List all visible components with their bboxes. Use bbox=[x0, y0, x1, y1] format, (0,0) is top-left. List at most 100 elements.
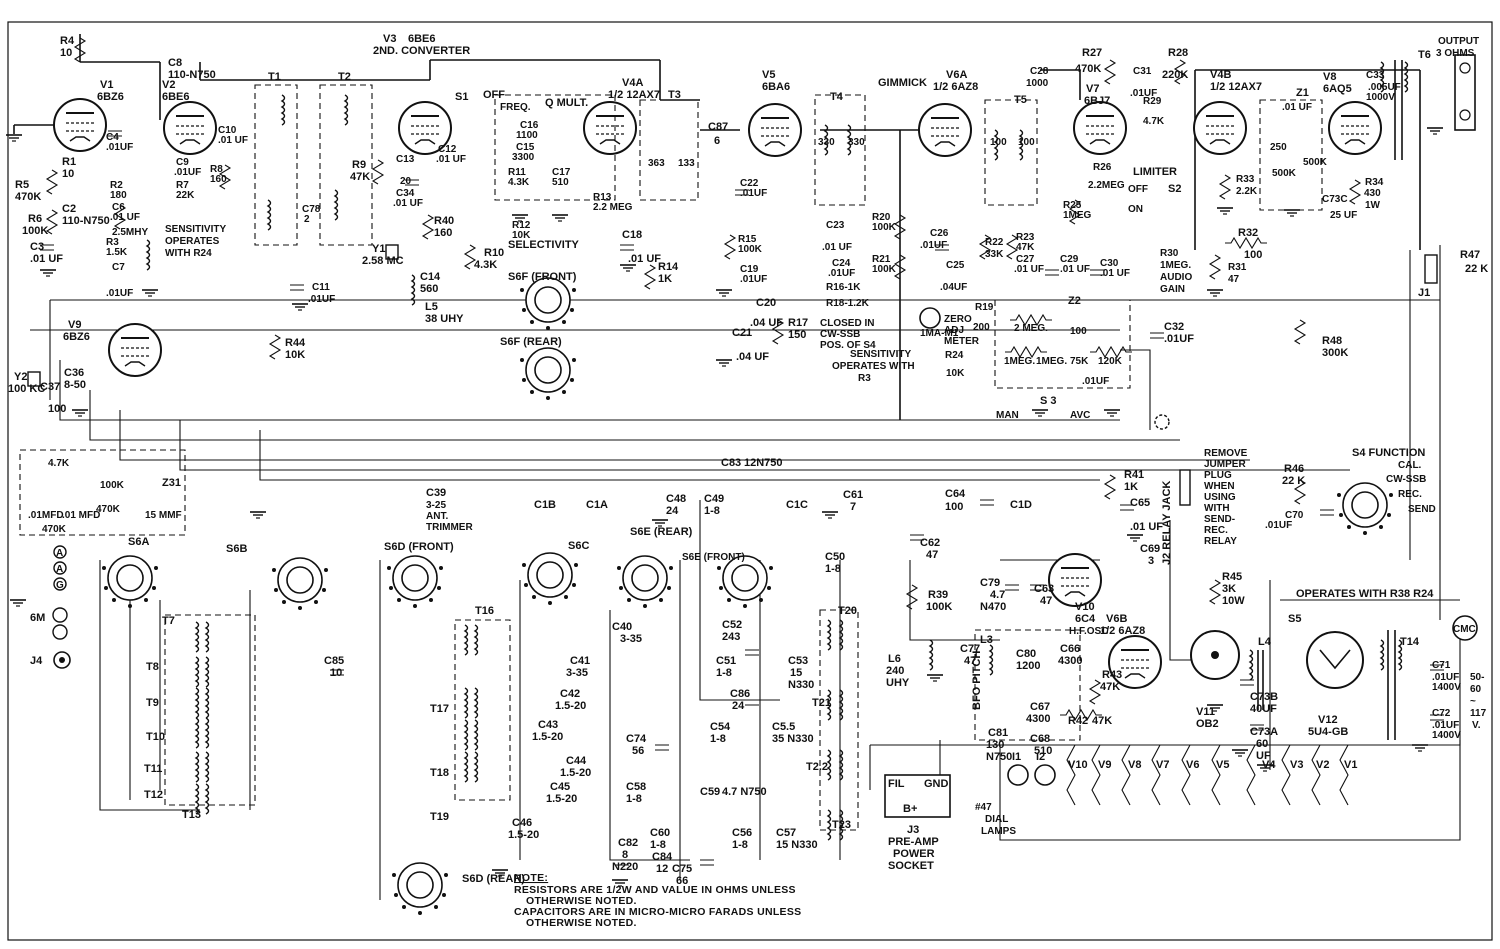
svg-text:G: G bbox=[56, 580, 64, 591]
svg-text:10: 10 bbox=[62, 168, 74, 180]
svg-text:1000V: 1000V bbox=[1366, 92, 1395, 103]
svg-text:T2.2: T2.2 bbox=[806, 761, 828, 773]
svg-text:3-35: 3-35 bbox=[620, 633, 642, 645]
svg-text:3300: 3300 bbox=[512, 152, 535, 163]
svg-text:R25: R25 bbox=[1063, 200, 1082, 211]
svg-text:4300: 4300 bbox=[1026, 713, 1050, 725]
svg-text:.04 UF: .04 UF bbox=[750, 317, 783, 329]
svg-text:.01 UF: .01 UF bbox=[628, 253, 661, 265]
svg-text:S 3: S 3 bbox=[1040, 395, 1057, 407]
svg-text:20: 20 bbox=[400, 176, 412, 187]
svg-text:V3: V3 bbox=[1290, 759, 1303, 771]
svg-text:R31: R31 bbox=[1228, 262, 1247, 273]
svg-text:3-35: 3-35 bbox=[566, 667, 588, 679]
svg-text:N470: N470 bbox=[980, 601, 1006, 613]
svg-text:C87: C87 bbox=[708, 121, 728, 133]
svg-text:WHEN: WHEN bbox=[1204, 481, 1235, 492]
svg-text:C39: C39 bbox=[426, 487, 446, 499]
svg-text:.01UF: .01UF bbox=[740, 188, 767, 199]
svg-text:6BE6: 6BE6 bbox=[408, 33, 436, 45]
svg-text:S6E (FRONT): S6E (FRONT) bbox=[682, 552, 745, 563]
relay-note: REMOVE bbox=[1204, 448, 1248, 459]
svg-text:C50: C50 bbox=[825, 551, 845, 563]
svg-text:560: 560 bbox=[420, 283, 438, 295]
svg-text:4.3K: 4.3K bbox=[474, 259, 497, 271]
tube-v9: V9 6BZ6 bbox=[63, 319, 162, 377]
svg-text:100K: 100K bbox=[926, 601, 952, 613]
c71-value: .01UF bbox=[1432, 672, 1459, 683]
sensitivity-r3-note: SENSITIVITY bbox=[850, 349, 911, 360]
switch-s6a bbox=[101, 555, 159, 609]
svg-text:R1: R1 bbox=[62, 156, 76, 168]
svg-text:1400V: 1400V bbox=[1432, 730, 1461, 741]
svg-text:ANT.: ANT. bbox=[426, 511, 448, 522]
svg-text:V2: V2 bbox=[162, 79, 175, 91]
c82-value: 8 bbox=[622, 849, 628, 861]
svg-text:.01UF: .01UF bbox=[1164, 333, 1194, 345]
svg-text:V10: V10 bbox=[1068, 759, 1088, 771]
svg-text:.01 UF: .01 UF bbox=[436, 154, 466, 165]
svg-text:SEND-: SEND- bbox=[1204, 514, 1235, 525]
svg-text:40UF: 40UF bbox=[1250, 703, 1277, 715]
svg-text:V6: V6 bbox=[1186, 759, 1199, 771]
svg-text:R17: R17 bbox=[788, 317, 808, 329]
svg-text:V1: V1 bbox=[100, 79, 113, 91]
svg-text:C77: C77 bbox=[960, 643, 980, 655]
tube-v4a: V4A 1/2 12AX7 bbox=[583, 77, 660, 155]
svg-text:C44: C44 bbox=[566, 755, 587, 767]
svg-text:R29: R29 bbox=[1143, 96, 1162, 107]
svg-text:56: 56 bbox=[632, 745, 644, 757]
svg-text:.01UF: .01UF bbox=[106, 288, 133, 299]
frame-border bbox=[7, 21, 1493, 941]
svg-text:RESISTORS ARE 1/2W AND VALUE I: RESISTORS ARE 1/2W AND VALUE IN OHMS UNL… bbox=[514, 884, 796, 896]
svg-text:C33: C33 bbox=[1366, 70, 1385, 81]
svg-text:66: 66 bbox=[676, 875, 688, 887]
svg-text:C31: C31 bbox=[1133, 66, 1152, 77]
zero-adj-note: ZERO bbox=[944, 314, 972, 325]
svg-text:C32: C32 bbox=[1164, 321, 1184, 333]
svg-text:V5: V5 bbox=[762, 69, 775, 81]
svg-text:1100: 1100 bbox=[516, 130, 538, 141]
svg-text:V9: V9 bbox=[68, 319, 81, 331]
svg-text:R42: R42 bbox=[1068, 715, 1088, 727]
svg-text:C66: C66 bbox=[1060, 643, 1080, 655]
svg-text:T12: T12 bbox=[144, 789, 163, 801]
footnote: NOTE: RESISTORS ARE 1/2W AND VALUE IN OH… bbox=[514, 872, 801, 929]
svg-text:15 N330: 15 N330 bbox=[776, 839, 818, 851]
svg-text:120K: 120K bbox=[1098, 356, 1123, 367]
svg-text:C53: C53 bbox=[788, 655, 808, 667]
svg-text:1W: 1W bbox=[1365, 200, 1381, 211]
svg-text:R43: R43 bbox=[1102, 669, 1122, 681]
svg-text:330: 330 bbox=[848, 137, 865, 148]
svg-text:100: 100 bbox=[1244, 249, 1262, 261]
svg-text:C27: C27 bbox=[1016, 254, 1035, 265]
svg-text:MAN: MAN bbox=[996, 410, 1019, 421]
svg-text:C73B: C73B bbox=[1250, 691, 1278, 703]
svg-text:S6E (REAR): S6E (REAR) bbox=[630, 526, 693, 538]
svg-text:B+: B+ bbox=[903, 803, 917, 815]
svg-text:R11: R11 bbox=[508, 167, 526, 178]
passive-components bbox=[40, 37, 1444, 866]
svg-text:R10: R10 bbox=[484, 247, 504, 259]
svg-text:T6: T6 bbox=[1418, 49, 1431, 61]
svg-text:V9: V9 bbox=[1098, 759, 1111, 771]
svg-text:T13: T13 bbox=[182, 809, 201, 821]
mains-label: 50- bbox=[1470, 672, 1484, 683]
c79-value: 4.7 bbox=[990, 589, 1005, 601]
tube-v8: V8 6AQ5 bbox=[1323, 71, 1382, 155]
svg-text:.01 UF: .01 UF bbox=[1060, 264, 1090, 275]
svg-text:LIMITER: LIMITER bbox=[1133, 166, 1177, 178]
svg-text:.01UF: .01UF bbox=[740, 274, 767, 285]
misc-parts bbox=[27, 54, 1478, 818]
svg-text:T14: T14 bbox=[1400, 636, 1420, 648]
svg-text:C58: C58 bbox=[626, 781, 646, 793]
svg-text:100: 100 bbox=[990, 137, 1007, 148]
svg-text:N220: N220 bbox=[612, 861, 638, 873]
svg-text:470K: 470K bbox=[42, 524, 67, 535]
svg-text:1.5-20: 1.5-20 bbox=[560, 767, 591, 779]
svg-text:R5: R5 bbox=[15, 179, 29, 191]
svg-text:3: 3 bbox=[1148, 555, 1154, 567]
svg-text:C54: C54 bbox=[710, 721, 731, 733]
svg-text:CMC: CMC bbox=[1453, 624, 1476, 635]
